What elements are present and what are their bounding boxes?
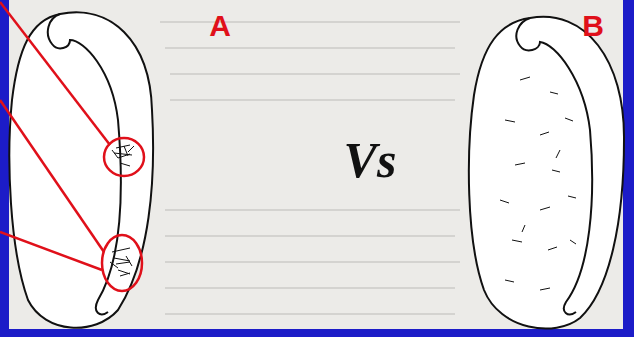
panel-letter: A: [209, 11, 231, 41]
panel-letter: B: [582, 11, 604, 41]
seed-a: [9, 12, 153, 327]
versus-label: Vs: [344, 135, 397, 185]
cell-marks: [110, 145, 134, 276]
faint-text: [160, 22, 460, 314]
cell-marks: [500, 77, 576, 290]
seed-b: [469, 17, 624, 329]
leader-lines: [0, 2, 144, 291]
